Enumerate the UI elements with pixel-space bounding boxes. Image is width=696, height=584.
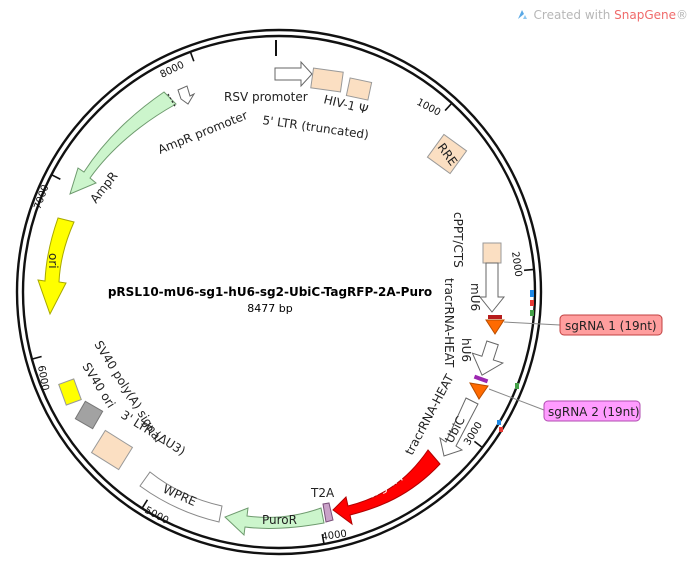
tick-label-4000: 4000 — [321, 529, 348, 543]
feature-tagrfp[interactable]: TagRFP — [332, 449, 441, 526]
label-rsv-promoter: RSV promoter — [224, 90, 308, 104]
feature-cppt-cts[interactable]: cPPT/CTS — [451, 212, 502, 268]
label-sgrna2: sgRNA 2 (19nt) — [548, 405, 640, 419]
feature-tracr1[interactable]: tracrRNA-HEAT — [442, 278, 456, 368]
feature-ori[interactable]: ori — [37, 217, 75, 316]
tick-mark-7000 — [51, 173, 61, 180]
feature-sgrna2[interactable]: sgRNA 2 (19nt) — [469, 374, 641, 422]
sgrna2-callout-box[interactable] — [543, 400, 641, 422]
tick-mark-5000 — [141, 499, 149, 509]
tick-mark-3000 — [473, 440, 483, 449]
label-ampr-promoter: AmpR promoter — [156, 108, 250, 157]
tick-label-6000: 6000 — [35, 365, 50, 392]
tick-mark-1000 — [444, 102, 453, 112]
feature-rsv-promoter[interactable]: RSV promoter — [224, 60, 313, 104]
feature-hu6[interactable]: hU6 — [459, 338, 508, 380]
backbone-site-marks — [497, 290, 534, 432]
feature-puror[interactable]: PuroR — [224, 507, 325, 537]
sgrna1-callout-box[interactable] — [559, 314, 663, 336]
tick-label-7000: 7000 — [32, 183, 51, 211]
feature-mu6[interactable]: mU6 — [468, 262, 506, 313]
tick-mark-4000 — [321, 534, 325, 545]
label-ori: ori — [46, 253, 60, 269]
plasmid-name: pRSL10-mU6-sg1-hU6-sg2-UbiC-TagRFP-2A-Pu… — [108, 285, 432, 299]
label-puror: PuroR — [262, 513, 297, 527]
snapgene-watermark: Created with SnapGene® — [517, 8, 688, 22]
tick-mark-6000 — [31, 355, 42, 360]
label-tracr1: tracrRNA-HEAT — [442, 278, 456, 368]
label-hu6: hU6 — [459, 338, 473, 362]
feature-rre[interactable]: RRE — [426, 133, 468, 175]
tick-mark-2000 — [523, 268, 535, 272]
label-cppt-cts: cPPT/CTS — [451, 212, 465, 268]
watermark-suffix: ® — [676, 8, 688, 22]
snapgene-logo-icon — [517, 10, 527, 19]
tick-marks — [31, 51, 535, 545]
watermark-prefix: Created with — [533, 8, 615, 22]
feature-sgrna1[interactable]: sgRNA 1 (19nt) — [485, 314, 663, 336]
label-sgrna1: sgRNA 1 (19nt) — [565, 319, 657, 333]
plasmid-title-block: pRSL10-mU6-sg1-hU6-sg2-UbiC-TagRFP-2A-Pu… — [108, 285, 432, 315]
watermark-brand: SnapGene — [614, 8, 676, 22]
label-5-ltr: 5' LTR (truncated) — [262, 113, 370, 142]
backbone — [15, 28, 543, 556]
plasmid-length: 8477 bp — [247, 302, 292, 315]
tick-label-1000: 1000 — [415, 97, 443, 119]
label-t2a: T2A — [310, 486, 335, 500]
tick-label-2000: 2000 — [509, 251, 523, 278]
tick-mark-8000 — [189, 51, 195, 62]
feature-t2a[interactable]: T2A — [310, 486, 335, 523]
label-mu6: mU6 — [468, 283, 482, 311]
